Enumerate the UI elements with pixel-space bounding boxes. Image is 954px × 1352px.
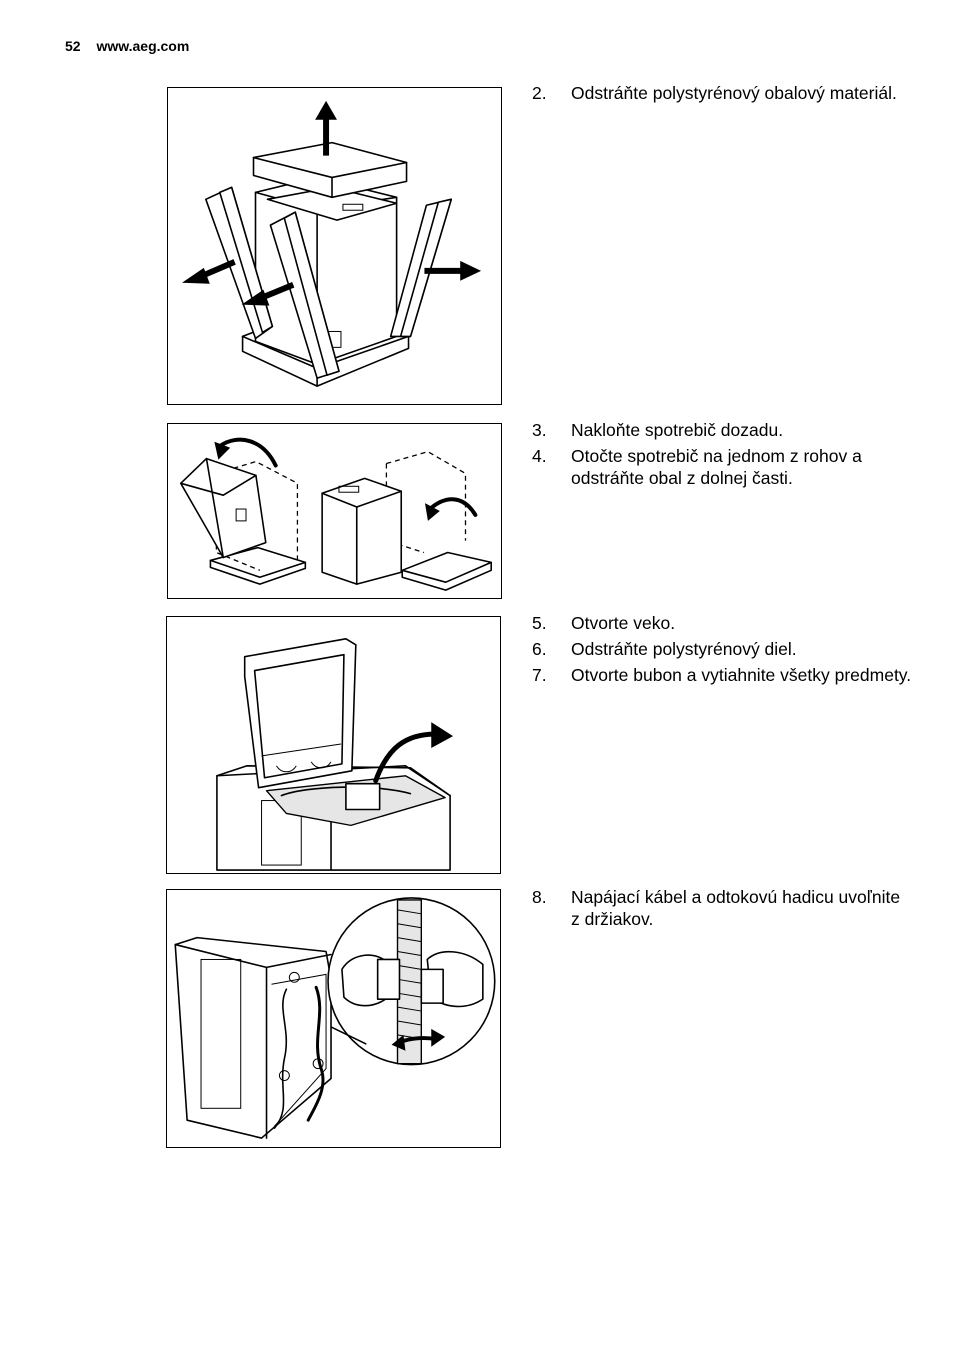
steps-section-3: 5. Otvorte veko. 6. Odstráňte polystyrén… [532,612,912,690]
curved-arrow-icon [431,722,454,748]
step-item: 2. Odstráňte polystyrénový obalový mater… [532,82,912,104]
figure-release-hose [166,889,501,1148]
step-text: Otočte spotrebič na jednom z rohov a ods… [571,446,862,488]
website-link[interactable]: www.aeg.com [96,38,190,54]
step-item: 3. Nakloňte spotrebič dozadu. [532,419,912,441]
step-number: 3. [532,420,547,440]
step-text: Nakloňte spotrebič dozadu. [571,420,784,440]
arrow-left-icon [241,289,270,306]
step-text: Otvorte bubon a vytiahnite všetky predme… [571,665,912,685]
figure-open-lid [166,616,501,874]
steps-section-1: 2. Odstráňte polystyrénový obalový mater… [532,82,912,108]
double-arrow-icon [391,1034,406,1051]
step-text: Otvorte veko. [571,613,676,633]
curved-arrow-icon [424,503,440,521]
page-number: 52 [65,38,81,54]
step-item: 4. Otočte spotrebič na jednom z rohov a … [532,445,912,489]
step-item: 6. Odstráňte polystyrénový diel. [532,638,912,660]
step-number: 5. [532,613,547,633]
step-number: 7. [532,665,547,685]
step-number: 4. [532,446,547,466]
steps-section-2: 3. Nakloňte spotrebič dozadu. 4. Otočte … [532,419,912,493]
steps-section-4: 8. Napájací kábel a odtokovú hadicu uvoľ… [532,886,912,934]
arrow-left-icon [181,267,210,284]
step-text: Odstráňte polystyrénový obalový materiál… [571,83,897,103]
arrow-up-icon [315,100,337,120]
figure-tilt-appliance [167,423,502,599]
step-number: 2. [532,83,547,103]
figure-remove-packaging [167,87,502,405]
step-item: 5. Otvorte veko. [532,612,912,634]
page-header: 52 www.aeg.com [65,38,189,54]
curved-arrow-icon [214,441,231,460]
double-arrow-icon [431,1028,446,1047]
step-number: 8. [532,887,547,907]
step-item: 7. Otvorte bubon a vytiahnite všetky pre… [532,664,912,686]
step-number: 6. [532,639,547,659]
step-text: Napájací kábel a odtokovú hadicu uvoľnit… [571,887,901,929]
step-item: 8. Napájací kábel a odtokovú hadicu uvoľ… [532,886,912,930]
arrow-right-icon [460,260,482,281]
step-text: Odstráňte polystyrénový diel. [571,639,797,659]
